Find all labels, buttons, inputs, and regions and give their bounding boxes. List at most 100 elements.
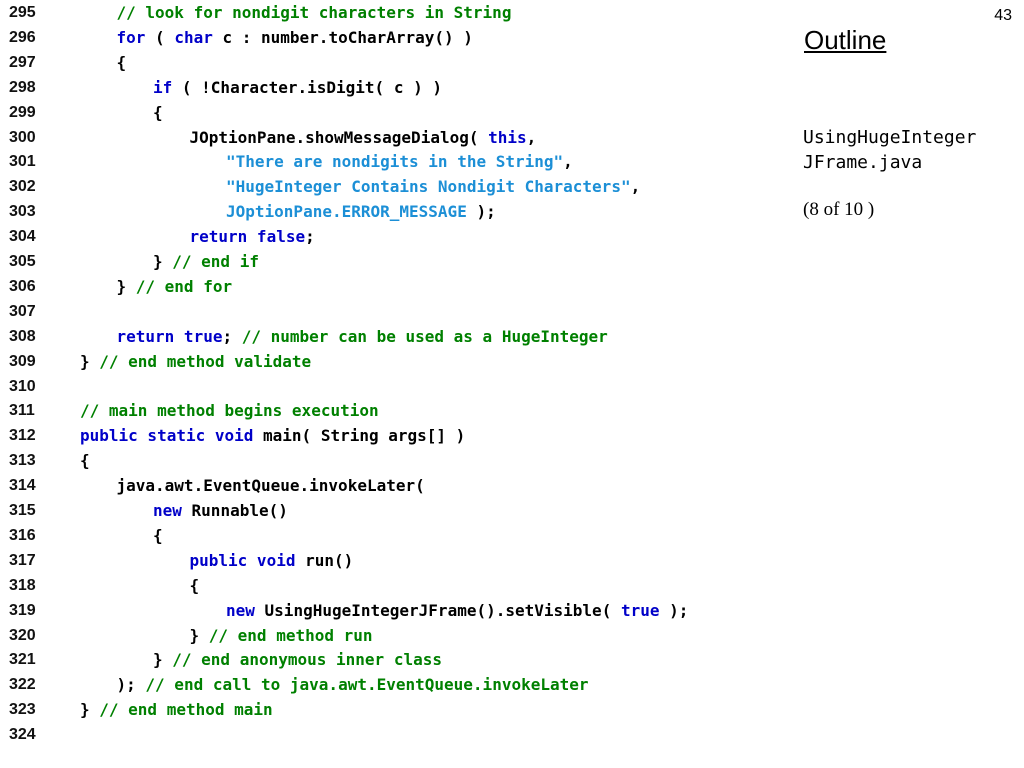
code-token: } [80, 351, 100, 371]
code-keyword: true [620, 600, 660, 620]
code-string: "HugeInteger Contains Nondigit Character… [226, 177, 631, 197]
code-keyword: return false [189, 227, 306, 247]
code-text: { [153, 523, 163, 548]
code-line: 322); // end call to java.awt.EventQueue… [0, 672, 780, 697]
code-token: ( [145, 27, 175, 47]
code-line: 305 } // end if [0, 249, 780, 274]
code-line: 304 return false; [0, 224, 780, 249]
code-token: { [153, 525, 163, 545]
code-text: } // end method validate [80, 349, 311, 374]
code-string: JOptionPane.ERROR_MESSAGE [226, 202, 467, 222]
line-number: 319 [9, 601, 36, 619]
code-token: ); [659, 600, 689, 620]
code-text: "There are nondigits in the String", [226, 149, 573, 174]
code-line: 319 new UsingHugeIntegerJFrame().setVisib… [0, 598, 780, 623]
line-number: 300 [9, 128, 36, 146]
code-comment: // end method validate [99, 351, 312, 371]
line-number: 304 [9, 228, 36, 246]
code-token: ); [116, 675, 146, 695]
line-number: 308 [9, 327, 36, 345]
line-number: 295 [9, 4, 36, 21]
line-number: 298 [9, 78, 36, 96]
line-number: 322 [9, 676, 36, 694]
code-token: { [153, 102, 163, 122]
code-keyword: public static void [80, 426, 254, 446]
line-number: 316 [9, 526, 36, 544]
code-text: { [190, 573, 200, 598]
code-line: 316 { [0, 523, 780, 548]
code-token: } [189, 625, 209, 645]
code-text: { [117, 50, 127, 75]
code-line: 323} // end method main [0, 697, 780, 722]
code-line: 320} // end method run [0, 623, 780, 648]
code-line: 321} // end anonymous inner class [0, 647, 780, 672]
code-text: return false; [190, 224, 315, 249]
code-token: run() [295, 550, 354, 570]
line-number: 296 [9, 28, 36, 46]
line-number: 312 [9, 427, 36, 445]
outline-page-indicator: (8 of 10 ) [803, 199, 875, 220]
code-line: 298 if ( !Character.isDigit( c ) ) [0, 75, 780, 100]
code-text: { [153, 100, 163, 125]
code-token: java.awt.EventQueue.invokeLater( [116, 476, 425, 496]
code-line: 300 JOptionPane.showMessageDialog( this, [0, 125, 780, 150]
code-token: } [116, 276, 136, 296]
code-line: 318{ [0, 573, 780, 598]
code-comment: // end method run [208, 625, 373, 645]
code-text: new Runnable() [153, 498, 288, 523]
code-token: , [630, 177, 641, 197]
code-token: ; [222, 326, 242, 346]
code-token: ( !Character.isDigit( c ) ) [172, 77, 442, 97]
code-comment: // end method main [99, 700, 273, 720]
outline-file-name: UsingHugeInteger JFrame.java [803, 125, 976, 175]
code-keyword: this [488, 127, 527, 147]
code-keyword: public void [189, 550, 296, 570]
file-name-line-1: UsingHugeInteger [803, 127, 977, 148]
code-keyword: if [153, 77, 173, 97]
line-number: 302 [9, 178, 36, 196]
outline-title: Outline [804, 25, 887, 55]
code-line: 309} // end method validate [0, 349, 780, 374]
code-text: } // end method run [190, 623, 373, 648]
code-text: public static void main( String args[] ) [80, 423, 465, 448]
code-token: c : number.toCharArray() ) [212, 27, 473, 47]
code-text: return true; // number can be used as a … [117, 324, 608, 349]
line-number: 321 [9, 651, 36, 669]
line-number: 323 [9, 701, 36, 719]
code-token: { [80, 451, 90, 471]
code-token: } [80, 700, 100, 720]
code-text: { [80, 448, 90, 473]
line-number: 324 [9, 726, 36, 744]
line-number: 307 [9, 302, 36, 320]
code-text: JOptionPane.showMessageDialog( this, [190, 125, 537, 150]
line-number: 305 [9, 253, 36, 270]
code-line: 296 for ( char c : number.toCharArray() ) [0, 25, 780, 50]
line-number: 303 [9, 203, 36, 221]
code-line: 307 [0, 299, 780, 324]
code-line: 312 public static void main( String args[… [0, 423, 780, 448]
code-comment: // main method begins execution [80, 401, 379, 421]
code-token: UsingHugeIntegerJFrame().setVisible( [254, 600, 621, 620]
code-token: } [153, 252, 173, 271]
line-number: 313 [9, 452, 36, 470]
code-text: } // end method main [80, 697, 273, 722]
line-number: 311 [9, 402, 35, 420]
code-line: 308 return true; // number can be used as… [0, 324, 780, 349]
code-text: } // end if [153, 249, 259, 274]
code-line: 317 public void run() [0, 548, 780, 573]
line-number: 317 [9, 551, 36, 569]
code-line: 299{ [0, 100, 780, 125]
code-token: ); [466, 202, 496, 222]
code-text: // main method begins execution [80, 398, 379, 423]
line-number: 315 [9, 502, 36, 519]
code-keyword: new [226, 600, 255, 620]
file-name-line-2: JFrame.java [803, 152, 923, 173]
code-line: 295// look for nondigit characters in St… [0, 0, 780, 25]
line-number: 306 [9, 277, 36, 295]
code-token: ; [305, 227, 315, 247]
line-number: 314 [9, 477, 36, 495]
code-text: for ( char c : number.toCharArray() ) [117, 25, 473, 50]
code-line: 315 new Runnable() [0, 498, 780, 523]
code-token: JOptionPane.showMessageDialog( [189, 127, 489, 147]
line-number: 301 [9, 153, 36, 171]
